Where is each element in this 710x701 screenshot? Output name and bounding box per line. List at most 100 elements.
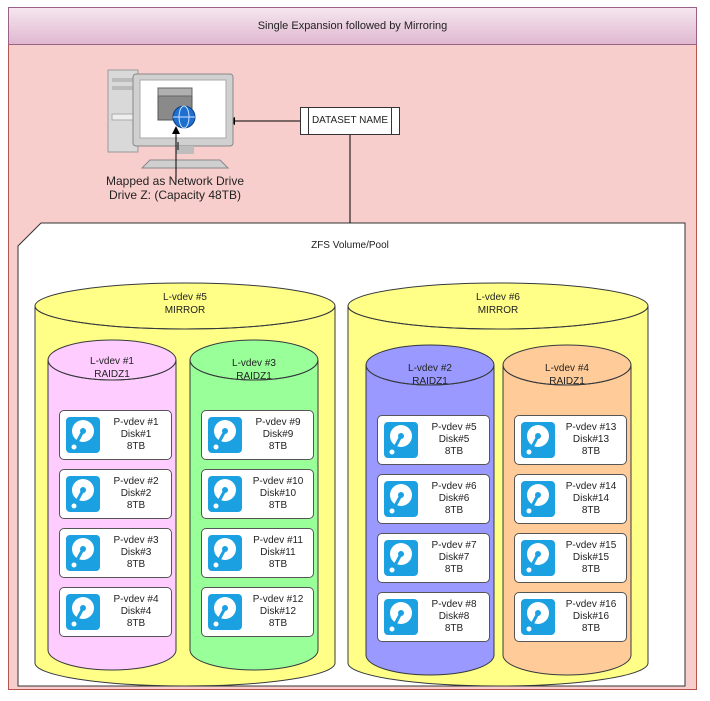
disk-text: P-vdev #2 Disk#2 8TB (102, 470, 170, 518)
dataset-name-box: DATASET NAME (300, 107, 400, 135)
diagram-title: Single Expansion followed by Mirroring (8, 7, 697, 45)
disk-box: P-vdev #1 Disk#1 8TB (59, 410, 172, 460)
hard-drive-icon (65, 416, 101, 454)
lvdev1-name: L-vdev #1 (90, 356, 134, 367)
pvdev-label: P-vdev #11 (253, 535, 303, 546)
hard-drive-icon (207, 475, 243, 513)
disk-label: Disk#5 (438, 434, 470, 445)
hard-drive-icon (520, 480, 556, 518)
disk-size: 8TB (444, 623, 464, 634)
pvdev-label: P-vdev #14 (565, 481, 617, 492)
disk-label: Disk#14 (572, 493, 610, 504)
disk-size: 8TB (268, 559, 288, 570)
lvdev4-type: RAIDZ1 (549, 376, 585, 387)
disk-label: Disk#4 (120, 606, 152, 617)
lvdev1-label: L-vdev #1 RAIDZ1 (62, 355, 162, 381)
hard-drive-icon (383, 421, 419, 459)
disk-box: P-vdev #12 Disk#12 8TB (201, 587, 314, 637)
disk-label: Disk#7 (438, 552, 470, 563)
pvdev-label: P-vdev #7 (431, 540, 477, 551)
disk-size: 8TB (444, 505, 464, 516)
disk-text: P-vdev #12 Disk#12 8TB (244, 588, 312, 636)
hard-drive-icon (383, 480, 419, 518)
computer-caption-line1: Mapped as Network Drive (105, 174, 245, 188)
disk-size: 8TB (126, 618, 146, 629)
disk-text: P-vdev #13 Disk#13 8TB (557, 416, 625, 464)
disk-size: 8TB (581, 505, 601, 516)
disk-size: 8TB (268, 441, 288, 452)
hard-drive-icon (207, 416, 243, 454)
disk-text: P-vdev #10 Disk#10 8TB (244, 470, 312, 518)
disk-box: P-vdev #4 Disk#4 8TB (59, 587, 172, 637)
disk-size: 8TB (268, 500, 288, 511)
disk-box: P-vdev #11 Disk#11 8TB (201, 528, 314, 578)
hard-drive-icon (65, 593, 101, 631)
lvdev2-label: L-vdev #2 RAIDZ1 (380, 362, 480, 388)
pvdev-label: P-vdev #8 (431, 599, 477, 610)
disk-label: Disk#9 (262, 429, 294, 440)
disk-size: 8TB (444, 446, 464, 457)
pvdev-label: P-vdev #9 (255, 417, 301, 428)
lvdev3-type: RAIDZ1 (236, 371, 272, 382)
disk-label: Disk#1 (120, 429, 152, 440)
hard-drive-icon (383, 598, 419, 636)
disk-size: 8TB (126, 441, 146, 452)
disk-size: 8TB (126, 559, 146, 570)
lvdev6-label: L-vdev #6 MIRROR (423, 291, 573, 317)
pvdev-label: P-vdev #16 (565, 599, 617, 610)
disk-label: Disk#15 (572, 552, 610, 563)
disk-box: P-vdev #5 Disk#5 8TB (377, 415, 490, 465)
disk-label: Disk#12 (259, 606, 297, 617)
hard-drive-icon (65, 475, 101, 513)
disk-text: P-vdev #5 Disk#5 8TB (420, 416, 488, 464)
hard-drive-icon (207, 593, 243, 631)
hard-drive-icon (383, 539, 419, 577)
lvdev3-name: L-vdev #3 (232, 358, 276, 369)
pvdev-label: P-vdev #12 (252, 594, 304, 605)
lvdev6-name: L-vdev #6 (476, 292, 520, 303)
disk-text: P-vdev #4 Disk#4 8TB (102, 588, 170, 636)
disk-box: P-vdev #7 Disk#7 8TB (377, 533, 490, 583)
computer-caption: Mapped as Network Drive Drive Z: (Capaci… (90, 174, 260, 202)
lvdev5-label: L-vdev #5 MIRROR (110, 291, 260, 317)
lvdev6-type: MIRROR (477, 305, 519, 316)
lvdev1-type: RAIDZ1 (94, 369, 130, 380)
disk-text: P-vdev #8 Disk#8 8TB (420, 593, 488, 641)
disk-label: Disk#11 (260, 547, 296, 558)
disk-box: P-vdev #6 Disk#6 8TB (377, 474, 490, 524)
lvdev5-name: L-vdev #5 (163, 292, 207, 303)
lvdev4-name: L-vdev #4 (545, 363, 589, 374)
pvdev-label: P-vdev #6 (431, 481, 477, 492)
disk-text: P-vdev #3 Disk#3 8TB (102, 529, 170, 577)
disk-size: 8TB (581, 623, 601, 634)
disk-box: P-vdev #13 Disk#13 8TB (514, 415, 627, 465)
hard-drive-icon (207, 534, 243, 572)
disk-label: Disk#13 (572, 434, 610, 445)
pvdev-label: P-vdev #3 (113, 535, 159, 546)
disk-label: Disk#3 (120, 547, 152, 558)
disk-box: P-vdev #3 Disk#3 8TB (59, 528, 172, 578)
disk-size: 8TB (126, 500, 146, 511)
disk-text: P-vdev #16 Disk#16 8TB (557, 593, 625, 641)
disk-box: P-vdev #8 Disk#8 8TB (377, 592, 490, 642)
disk-box: P-vdev #9 Disk#9 8TB (201, 410, 314, 460)
disk-label: Disk#2 (120, 488, 152, 499)
disk-text: P-vdev #11 Disk#11 8TB (244, 529, 312, 577)
disk-box: P-vdev #14 Disk#14 8TB (514, 474, 627, 524)
disk-box: P-vdev #15 Disk#15 8TB (514, 533, 627, 583)
hard-drive-icon (520, 598, 556, 636)
lvdev4-label: L-vdev #4 RAIDZ1 (517, 362, 617, 388)
computer-caption-line2: Drive Z: (Capacity 48TB) (108, 188, 242, 202)
disk-text: P-vdev #6 Disk#6 8TB (420, 475, 488, 523)
disk-text: P-vdev #7 Disk#7 8TB (420, 534, 488, 582)
pvdev-label: P-vdev #5 (431, 422, 477, 433)
pvdev-label: P-vdev #13 (565, 422, 617, 433)
disk-text: P-vdev #15 Disk#15 8TB (557, 534, 625, 582)
disk-size: 8TB (581, 446, 601, 457)
hard-drive-icon (65, 534, 101, 572)
lvdev2-type: RAIDZ1 (412, 376, 448, 387)
pvdev-label: P-vdev #10 (252, 476, 304, 487)
pvdev-label: P-vdev #1 (113, 417, 159, 428)
pvdev-label: P-vdev #15 (565, 540, 617, 551)
disk-label: Disk#16 (572, 611, 610, 622)
